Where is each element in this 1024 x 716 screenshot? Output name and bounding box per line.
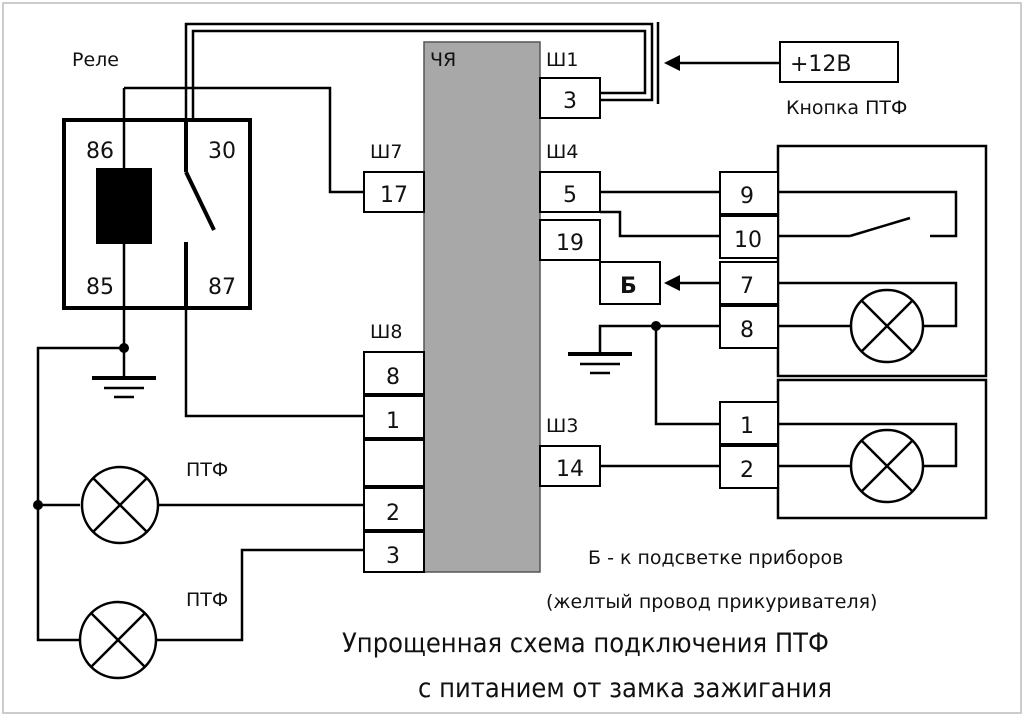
sh8-pin-3 — [363, 531, 425, 573]
sh8-pin-empty — [363, 439, 425, 487]
button-pin-10-text: 10 — [734, 228, 762, 253]
sh1-pin-3 — [539, 77, 601, 119]
relay-coil — [96, 168, 152, 244]
wire-86-to-17 — [124, 86, 364, 194]
relay-body — [62, 118, 252, 310]
switch-blade — [849, 216, 911, 238]
title-line-2: с питанием от замка зажигания — [418, 673, 832, 704]
button-pin-7-text: 7 — [740, 274, 754, 299]
sh8-pin-1-text: 1 — [386, 409, 400, 434]
fog-lamp-1-cross-b — [92, 477, 148, 533]
sh8-label: Ш8 — [370, 321, 402, 343]
sh4-pin-19-text: 19 — [556, 231, 584, 256]
backlight-lamp-cross-b — [861, 300, 913, 352]
ptf2-label: ПТФ — [186, 589, 228, 611]
wire-bus-inner — [191, 29, 647, 120]
relay-pin-86: 86 — [86, 139, 114, 164]
sh4-pin-5 — [539, 171, 601, 213]
relay-pin-87: 87 — [208, 275, 236, 300]
button-pin-8-text: 8 — [740, 318, 754, 343]
arrow-12v-head — [664, 55, 680, 71]
note-line-2: (желтый провод прикуривателя) — [546, 591, 877, 613]
block-label: ЧЯ — [430, 49, 456, 71]
relay-label: Реле — [72, 49, 119, 71]
wire-19-to-10 — [600, 210, 720, 238]
note-line-1: Б - к подсветке приборов — [588, 547, 843, 569]
relay-pin-30: 30 — [208, 139, 236, 164]
button-title: Кнопка ПТФ — [786, 97, 907, 119]
sh8-pin-1 — [363, 395, 425, 439]
sh8-pin-2 — [363, 487, 425, 531]
fog-lamp-2-cross-b — [90, 612, 146, 668]
sh7-pin-17-text: 17 — [380, 183, 408, 208]
title-line-1: Упрощенная схема подключения ПТФ — [342, 628, 829, 659]
sh1-label: Ш1 — [546, 49, 578, 71]
button-pin-9 — [719, 171, 779, 215]
central-block — [423, 41, 541, 573]
indicator-pin-1-text: 1 — [740, 414, 754, 439]
switch-wire-top — [778, 190, 958, 238]
sh8-pin-3-text: 3 — [386, 544, 400, 569]
sh8-pin-8 — [363, 351, 425, 395]
wire-87-to-1 — [184, 308, 364, 418]
arrow-b-head — [664, 275, 680, 291]
sh7-pin-17 — [363, 171, 425, 213]
button-pin-9-text: 9 — [740, 184, 754, 209]
backlight-wire-top — [778, 281, 958, 328]
sh3-pin-14-text: 14 — [556, 457, 584, 482]
plus12v-label: +12В — [790, 52, 852, 77]
indicator-lamp-cross-b — [861, 440, 913, 492]
plus12v-box — [779, 41, 899, 83]
wire-bus-outer — [184, 22, 654, 120]
b-box-label: Б — [620, 274, 637, 299]
wire-ground-to-1 — [654, 326, 720, 426]
sh4-pin-19 — [539, 219, 601, 261]
wire-ground-bus — [36, 346, 124, 642]
indicator-pin-2-text: 2 — [740, 458, 754, 483]
button-pin-10 — [719, 215, 779, 259]
indicator-pin-1 — [719, 401, 779, 445]
indicator-pin-2 — [719, 445, 779, 489]
sh4-label: Ш4 — [546, 141, 578, 163]
sh7-label: Ш7 — [370, 141, 402, 163]
sh8-pin-8-text: 8 — [386, 365, 400, 390]
sh1-pin-3-text: 3 — [563, 89, 577, 114]
wire-ground-down — [598, 324, 656, 352]
button-pin-8 — [719, 305, 779, 349]
relay-switch — [184, 171, 216, 231]
sh3-pin-14 — [539, 445, 601, 487]
b-box — [599, 261, 661, 305]
sh3-label: Ш3 — [546, 415, 578, 437]
ptf1-label: ПТФ — [186, 459, 228, 481]
button-pin-7 — [719, 261, 779, 305]
wire-lamp2-to-3 — [156, 548, 364, 642]
sh4-pin-5-text: 5 — [563, 183, 577, 208]
sh8-pin-2-text: 2 — [386, 501, 400, 526]
indicator-wire-top — [778, 422, 958, 468]
relay-pin-85: 85 — [86, 275, 114, 300]
